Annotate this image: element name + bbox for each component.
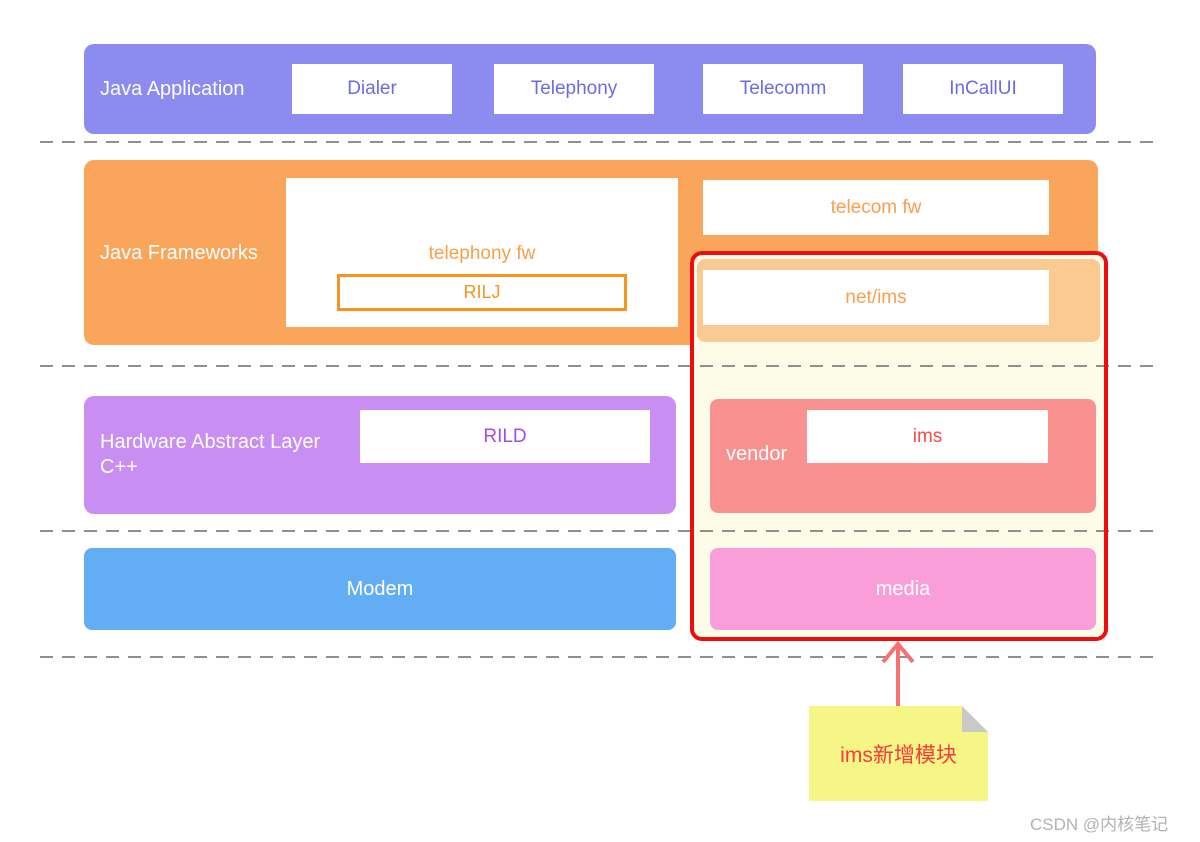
sticky-note: ims新增模块 xyxy=(809,706,988,801)
media-box: media xyxy=(710,548,1096,630)
java-application-label: Java Application xyxy=(100,78,245,100)
note-fold-icon xyxy=(962,706,988,732)
rilj-box: RILJ xyxy=(337,274,627,311)
app-chip-incallui: InCallUI xyxy=(903,64,1063,114)
separator-dash-2 xyxy=(40,365,1162,367)
java-frameworks-label: Java Frameworks xyxy=(100,242,258,264)
vendor-label: vendor xyxy=(726,443,788,465)
rilj-label: RILJ xyxy=(463,282,501,302)
ims-label: ims xyxy=(912,425,943,447)
hal-label-line1: Hardware Abstract Layer xyxy=(100,431,321,453)
media-label: media xyxy=(875,577,931,600)
separator-dash-4 xyxy=(40,656,1162,658)
telephony-label: Telephony xyxy=(530,78,618,99)
hal-label-line2: C++ xyxy=(100,456,138,478)
telecom-fw-label: telecom fw xyxy=(830,196,922,218)
rild-label: RILD xyxy=(483,425,527,447)
watermark: CSDN @内核笔记 xyxy=(1030,815,1169,834)
app-chip-telephony: Telephony xyxy=(494,64,654,114)
dialer-label: Dialer xyxy=(347,78,397,99)
arrow-up-icon xyxy=(881,641,915,707)
app-chip-telecomm: Telecomm xyxy=(703,64,863,114)
telephony-fw-label: telephony fw xyxy=(428,243,536,264)
separator-dash-1 xyxy=(40,141,1162,143)
telecom-fw-box: telecom fw xyxy=(703,180,1049,235)
separator-dash-3 xyxy=(40,530,1162,532)
incallui-label: InCallUI xyxy=(949,78,1017,99)
ims-highlight-border xyxy=(690,251,1108,641)
hal-label: Hardware Abstract Layer C++ xyxy=(100,430,320,480)
telecomm-label: Telecomm xyxy=(739,78,827,99)
app-chip-dialer: Dialer xyxy=(292,64,452,114)
telephony-fw-box: telephony fw RILJ xyxy=(286,178,678,327)
net-ims-label: net/ims xyxy=(845,286,907,308)
net-ims-box: net/ims xyxy=(703,270,1049,325)
rild-box: RILD xyxy=(360,410,650,463)
ims-box: ims xyxy=(807,410,1048,463)
sticky-note-text: ims新增模块 xyxy=(840,743,957,767)
layer-java-application: Java Application Dialer Telephony Teleco… xyxy=(84,44,1096,134)
modem-label: Modem xyxy=(346,577,414,600)
layer-modem: Modem xyxy=(84,548,676,630)
